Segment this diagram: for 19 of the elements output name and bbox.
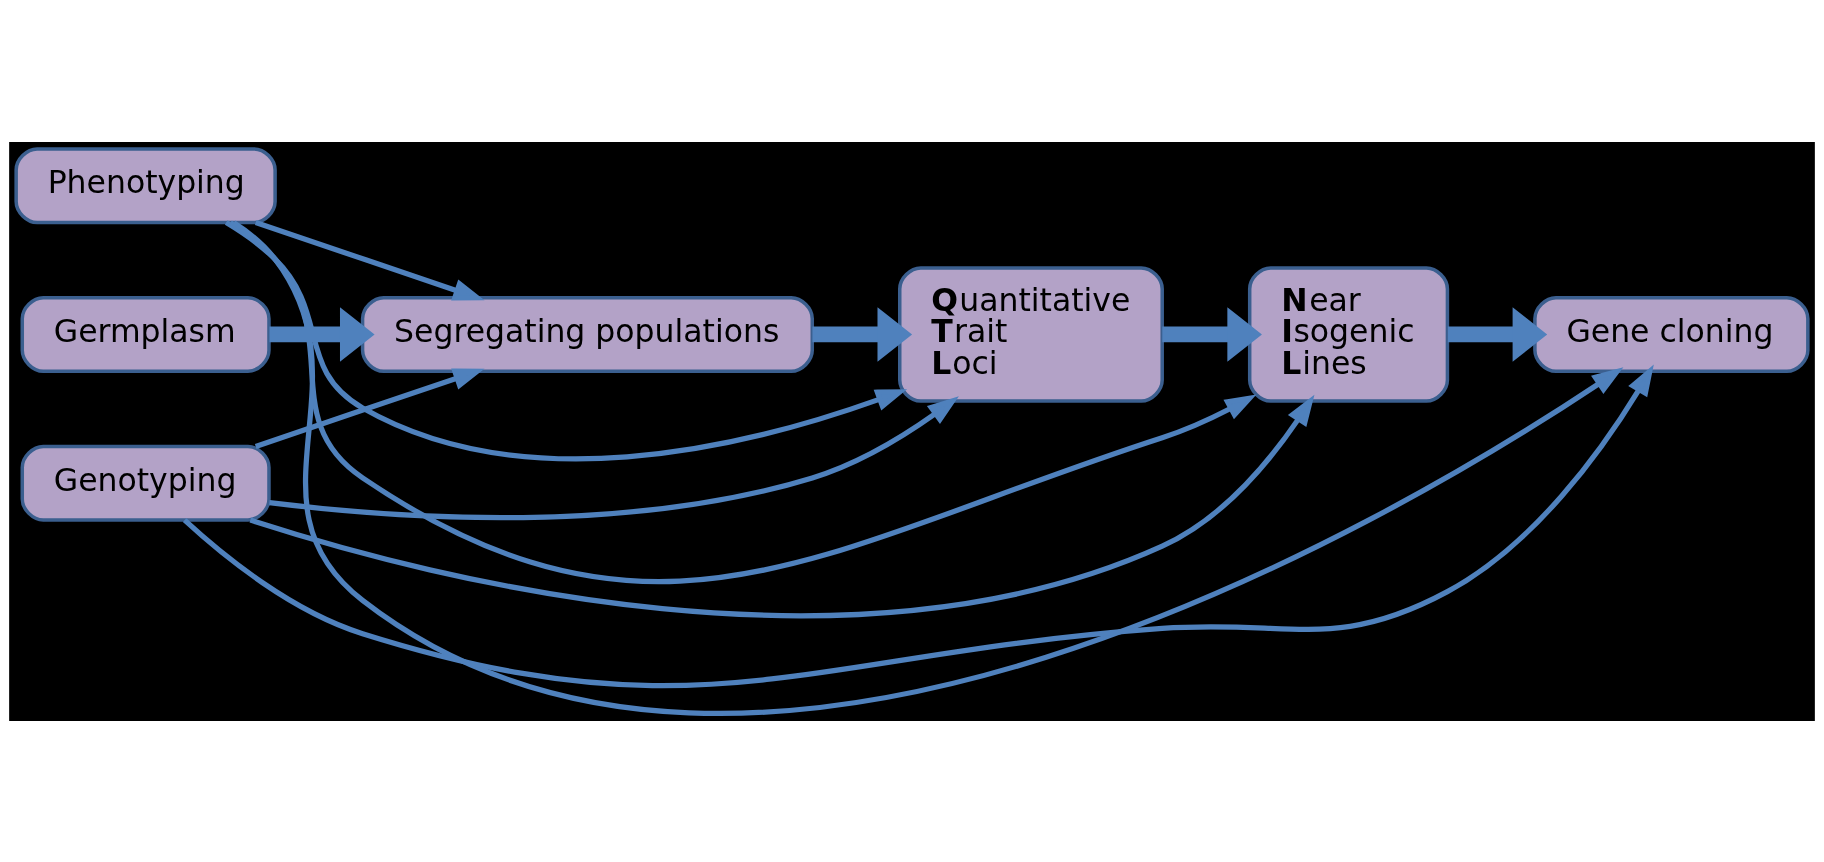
node-box: Quantitative Trait Loci — [898, 265, 1164, 403]
arrow — [1447, 306, 1548, 362]
node-box: Genotyping — [20, 444, 271, 522]
arrow — [182, 364, 1654, 688]
arrow — [249, 394, 1315, 618]
node-box: Near Isogenic Lines — [1247, 265, 1450, 403]
arrow — [1162, 306, 1262, 362]
arrow — [269, 306, 375, 362]
node-box: Phenotyping — [14, 146, 277, 224]
node-box: Germplasm — [20, 295, 271, 373]
arrow — [229, 220, 1257, 583]
arrow — [812, 306, 913, 362]
node-box: Segregating populations — [360, 295, 814, 373]
arrow — [224, 219, 908, 461]
node-box: Gene cloning — [1533, 295, 1810, 373]
arrow — [269, 395, 959, 520]
arrow — [232, 220, 1624, 715]
arrow — [254, 367, 485, 449]
arrow — [254, 219, 485, 300]
